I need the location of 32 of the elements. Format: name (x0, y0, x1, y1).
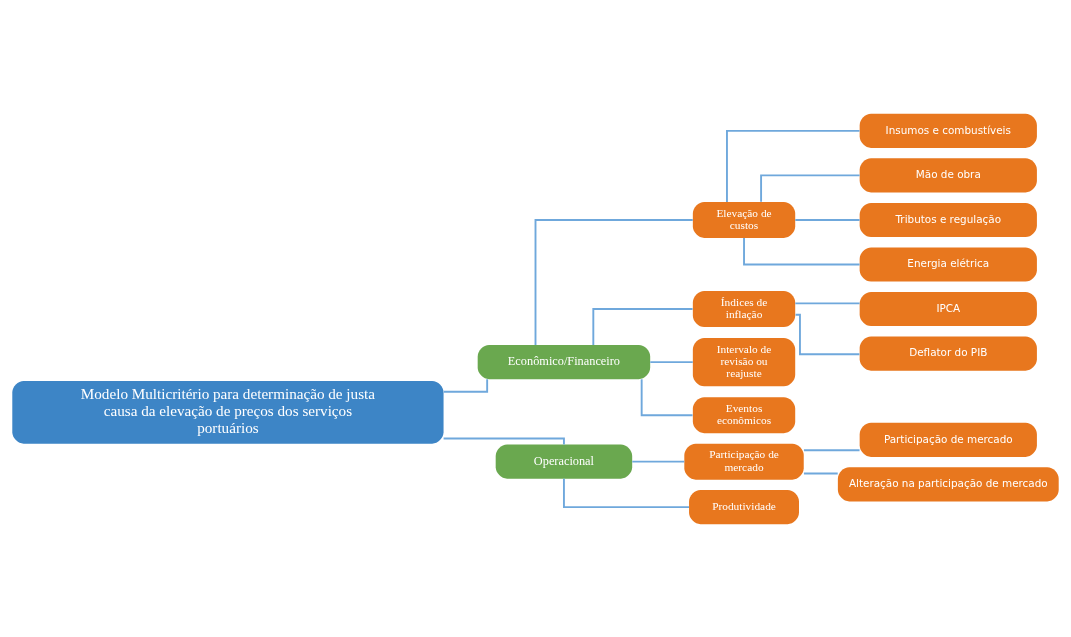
connector (631, 460, 686, 463)
connector (534, 218, 694, 346)
node-box: IPCA (859, 291, 1037, 326)
node-box: Mão de obra (859, 157, 1037, 192)
node-box: Participação de mercado (859, 422, 1037, 457)
connector (802, 448, 861, 451)
node-box: Energia elétrica (859, 246, 1037, 282)
node-box: Elevação de custos (692, 201, 796, 238)
connector (442, 437, 565, 445)
connector (794, 301, 861, 304)
node-box: Eventos econômicos (692, 396, 796, 433)
connector (640, 377, 694, 416)
connector (794, 218, 861, 221)
node-box: Econômico/Financeiro (477, 344, 651, 379)
node-box: Produtividade (689, 489, 799, 524)
node-box: Insumos e combustíveis (859, 113, 1037, 148)
connector (743, 236, 861, 265)
node-box: Operacional (495, 444, 633, 479)
connector (802, 472, 839, 474)
node-box: Modelo Multicritério para determinação de justa causa da elevação de preços dos serviços portuários (12, 380, 444, 444)
connector (592, 307, 694, 346)
node-box: Índices de inflação (692, 290, 796, 327)
node-box: Tributos e regulação (859, 202, 1037, 237)
connector (726, 129, 861, 203)
connector (794, 313, 861, 355)
connector (563, 477, 690, 508)
connector (760, 173, 861, 203)
node-box: Intervalo de revisão ou reajuste (692, 337, 796, 386)
node-box: Deflator do PIB (859, 336, 1037, 371)
node-box: Participação de mercado (684, 443, 804, 480)
connector (649, 360, 694, 363)
node-box: Alteração na participação de mercado (837, 466, 1059, 501)
